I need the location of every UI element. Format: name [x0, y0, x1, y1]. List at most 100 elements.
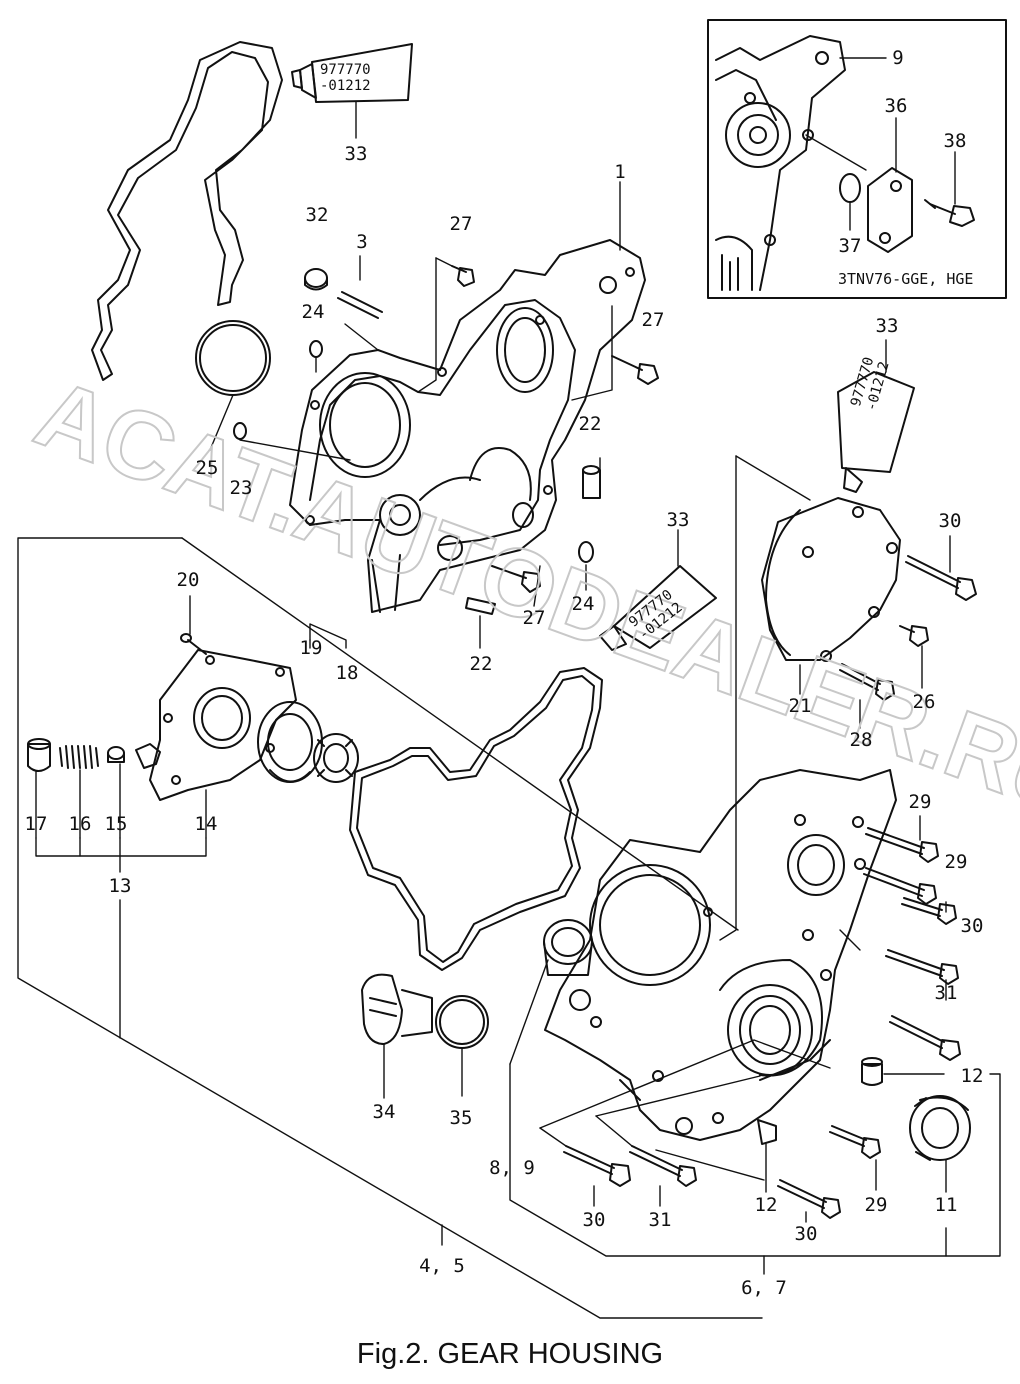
dowel-22-upper — [582, 465, 601, 499]
part-label-25: 25 — [195, 457, 219, 479]
part-label-27-top: 27 — [449, 213, 473, 235]
part-label-3: 3 — [356, 231, 368, 253]
sealant-tube-label-top: 977770 -01212 — [320, 62, 371, 94]
oil-seal-boss — [543, 919, 593, 976]
inset-o-ring — [839, 173, 861, 203]
cover-plate-21 — [761, 497, 901, 662]
tube-code: 977770 — [320, 62, 371, 78]
upper-gear-case — [289, 239, 646, 613]
sealant-tube-mid — [837, 371, 915, 493]
o-ring-24-right — [578, 541, 594, 563]
sealant-tube-center — [599, 565, 717, 651]
tube-code-suffix: -01212 — [320, 78, 371, 94]
part-label-28: 28 — [849, 729, 873, 751]
spring-16 — [59, 745, 99, 769]
part-label-14: 14 — [194, 813, 218, 835]
leader-lines — [17, 101, 1001, 1319]
part-label-17: 17 — [24, 813, 48, 835]
bolt-29-bottom — [829, 1125, 881, 1159]
part-label-16: 16 — [68, 813, 92, 835]
part-label-19: 19 — [299, 637, 323, 659]
screw-20 — [180, 633, 207, 655]
part-label-31-top: 31 — [934, 982, 958, 1004]
bolt-28 — [839, 663, 895, 701]
sealant-tube-top — [291, 43, 413, 103]
filler-cap-34 — [361, 973, 433, 1045]
part-label-24-upper: 24 — [301, 301, 325, 323]
part-label-6-7: 6, 7 — [741, 1277, 787, 1299]
part-label-32: 32 — [305, 204, 329, 226]
bolt-27-top — [451, 265, 475, 287]
part-label-20: 20 — [176, 569, 200, 591]
figure-caption: Fig.2. GEAR HOUSING — [356, 1338, 664, 1370]
part-label-24-lower: 24 — [571, 593, 595, 615]
part-label-31-bottom: 31 — [648, 1209, 672, 1231]
inset-cover-plate — [867, 167, 913, 253]
part-label-30-right: 30 — [960, 915, 984, 937]
part-label-13: 13 — [108, 875, 132, 897]
part-label-26: 26 — [912, 691, 936, 713]
part-label-22-upper: 22 — [578, 413, 602, 435]
inset-caption: 3TNV76-GGE, HGE — [838, 270, 974, 288]
part-label-27-right: 27 — [641, 309, 665, 331]
bolt-30-cover — [905, 555, 977, 601]
bolt-26 — [899, 625, 929, 647]
plug-12-right — [861, 1057, 883, 1086]
bolt-31-bottom — [629, 1145, 697, 1187]
inner-rotor-18 — [313, 733, 359, 783]
inset-frame — [707, 19, 1007, 299]
dowel-22-lower — [465, 597, 496, 615]
part-label-29-a: 29 — [908, 791, 932, 813]
part-label-1: 1 — [614, 161, 626, 183]
part-label-21: 21 — [788, 695, 812, 717]
bolt-31-mid — [889, 1015, 961, 1061]
nut-32 — [304, 268, 328, 291]
part-label-29-bottom: 29 — [864, 1194, 888, 1216]
part-label-4-5: 4, 5 — [419, 1255, 465, 1277]
o-ring-23 — [233, 422, 247, 440]
relief-body — [135, 743, 161, 769]
part-label-12-bottom: 12 — [754, 1194, 778, 1216]
part-label-36: 36 — [884, 95, 908, 117]
o-ring-24-top — [309, 340, 323, 358]
plug-17 — [27, 738, 51, 772]
part-label-27-lower: 27 — [522, 607, 546, 629]
gasket-upper — [91, 41, 283, 381]
oil-seal-11 — [909, 1095, 971, 1161]
part-label-30-cover: 30 — [938, 510, 962, 532]
part-label-23: 23 — [229, 477, 253, 499]
bolt-27-right — [611, 355, 659, 385]
stud-3 — [337, 291, 383, 319]
part-label-33-top: 33 — [344, 143, 368, 165]
inset-housing — [715, 35, 846, 291]
part-label-18: 18 — [335, 662, 359, 684]
part-label-15: 15 — [104, 813, 128, 835]
valve-15 — [107, 746, 125, 763]
bolt-30-bottom-right — [777, 1179, 841, 1219]
bolt-29-b — [863, 867, 937, 905]
plug-12-bottom — [757, 1119, 777, 1145]
part-label-22-lower: 22 — [469, 653, 493, 675]
part-label-33-mid: 33 — [875, 315, 899, 337]
inset-leaders — [805, 57, 956, 231]
part-label-33-center: 33 — [666, 509, 690, 531]
bolt-30-bottom-left — [563, 1145, 631, 1187]
lower-housing — [544, 769, 897, 1141]
gasket-large — [349, 667, 603, 971]
bolt-27-lower — [491, 565, 541, 593]
part-label-38: 38 — [943, 130, 967, 152]
inset-bolt — [924, 199, 975, 227]
o-ring-35 — [435, 995, 489, 1049]
part-label-30-bottom-left: 30 — [582, 1209, 606, 1231]
bolt-30-b — [901, 897, 957, 925]
outer-rotor-19 — [257, 701, 323, 783]
part-label-9: 9 — [892, 47, 904, 69]
part-label-35: 35 — [449, 1107, 473, 1129]
bolt-31-top — [885, 949, 959, 985]
part-label-29-b: 29 — [944, 851, 968, 873]
part-label-30-bottom-right: 30 — [794, 1223, 818, 1245]
part-label-11: 11 — [934, 1194, 958, 1216]
part-label-8-9: 8, 9 — [489, 1157, 535, 1179]
